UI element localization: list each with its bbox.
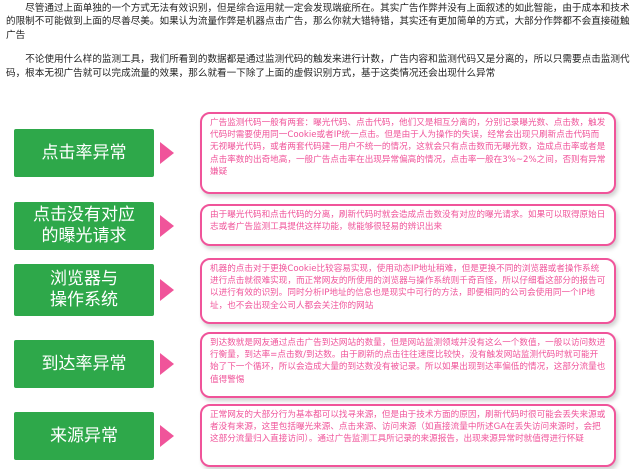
anomaly-description: 到达数就是网友通过点击广告到达网站的数量，但是网站监测领域并没有这么一个数值，一… xyxy=(200,332,616,398)
anomaly-label: 到达率异常 xyxy=(14,340,154,388)
arrow-right-icon xyxy=(160,279,174,301)
intro-paragraph-2: 不论使用什么样的监测工具，我们所看到的数据都是通过监测代码的触发来进行计数，广告… xyxy=(6,54,630,79)
anomaly-row-click-no-impression: 点击没有对应 的曝光请求 由于曝光代码和点击代码的分离，刷新代码时就会造成点击数… xyxy=(14,202,634,250)
anomaly-description: 正常网友的大部分行为基本都可以找寻来源，但是由于技术方面的原因，刷新代码时很可能… xyxy=(200,404,616,467)
anomaly-label: 浏览器与 操作系统 xyxy=(14,264,154,316)
anomaly-label: 点击没有对应 的曝光请求 xyxy=(14,202,154,250)
anomaly-label: 点击率异常 xyxy=(14,129,154,177)
arrow-right-icon xyxy=(160,353,174,375)
anomaly-description: 广告监测代码一般有两套：曝光代码、点击代码，他们又是相互分离的，分别记录曝光数、… xyxy=(200,112,616,194)
intro-text: 尽管通过上面单独的一个方式无法有效识别，但是综合运用就一定会发现端疵所在。其实广… xyxy=(6,2,634,80)
arrow-right-icon xyxy=(160,142,174,164)
anomaly-row-browser-os: 浏览器与 操作系统 机器的点击对于更换Cookie比较容易实现，使用动态IP地址… xyxy=(14,258,634,324)
anomaly-row-source: 来源异常 正常网友的大部分行为基本都可以找寻来源，但是由于技术方面的原因，刷新代… xyxy=(14,404,634,467)
anomaly-row-click-rate: 点击率异常 广告监测代码一般有两套：曝光代码、点击代码，他们又是相互分离的，分别… xyxy=(14,112,634,194)
intro-paragraph-1: 尽管通过上面单独的一个方式无法有效识别，但是综合运用就一定会发现端疵所在。其实广… xyxy=(6,3,630,41)
anomaly-description: 机器的点击对于更换Cookie比较容易实现，使用动态IP地址稍难，但是更换不同的… xyxy=(200,258,616,324)
arrow-right-icon xyxy=(160,215,174,237)
anomaly-description: 由于曝光代码和点击代码的分离，刷新代码时就会造成点击数没有对应的曝光请求。如果可… xyxy=(200,204,616,246)
arrow-right-icon xyxy=(160,425,174,447)
anomaly-row-arrival-rate: 到达率异常 到达数就是网友通过点击广告到达网站的数量，但是网站监测领域并没有这么… xyxy=(14,332,634,398)
anomaly-label: 来源异常 xyxy=(14,412,154,460)
